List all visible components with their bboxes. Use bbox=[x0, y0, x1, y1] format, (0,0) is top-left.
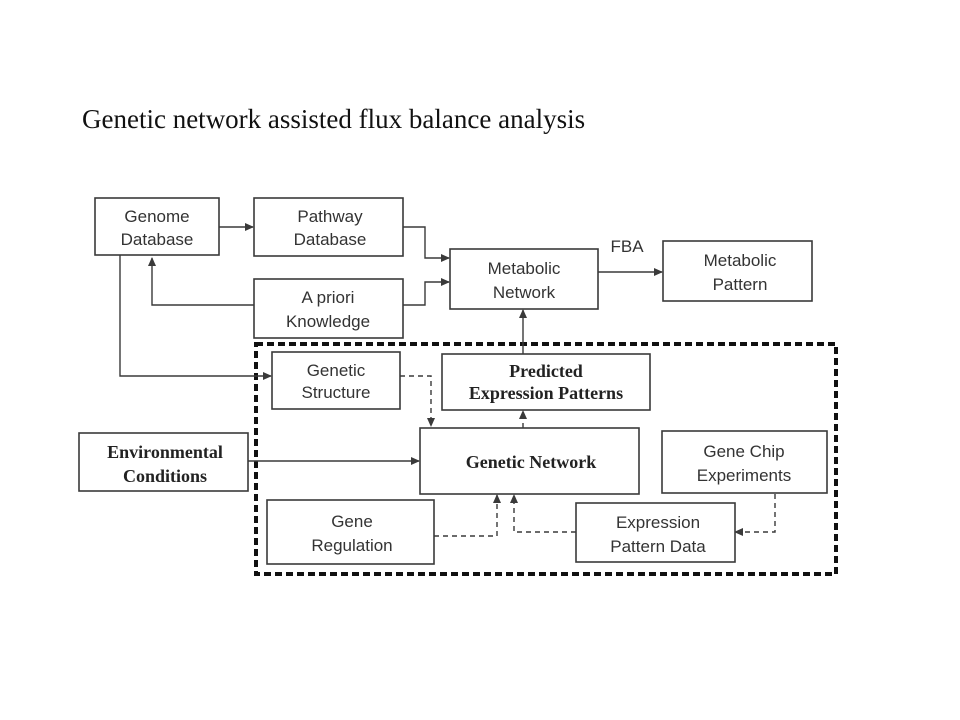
node-label: Regulation bbox=[311, 536, 392, 555]
edge-genetic-structure-to-genetic-network bbox=[400, 375, 435, 427]
edge-gene-regulation-to-genetic-network bbox=[434, 494, 501, 537]
node-label: Genetic bbox=[307, 361, 366, 380]
node-label: Predicted bbox=[509, 361, 583, 381]
node-environmental-conditions: Environmental Conditions bbox=[78, 432, 249, 492]
node-genome-database: Genome Database bbox=[94, 197, 220, 256]
node-metabolic-network: Metabolic Network bbox=[449, 248, 599, 310]
node-label: Metabolic bbox=[488, 259, 561, 278]
edge-apriori-to-metabolic-network bbox=[403, 278, 450, 306]
node-label: Expression Patterns bbox=[469, 383, 623, 403]
node-predicted-expression-patterns: Predicted Expression Patterns bbox=[441, 353, 651, 411]
node-label: Gene bbox=[331, 512, 373, 531]
node-gene-chip-experiments: Gene Chip Experiments bbox=[661, 430, 828, 494]
edges bbox=[119, 223, 776, 537]
node-label: Environmental bbox=[107, 442, 223, 462]
node-label: Knowledge bbox=[286, 312, 370, 331]
node-gene-regulation: Gene Regulation bbox=[266, 499, 435, 565]
fba-label: FBA bbox=[610, 237, 644, 256]
edge-gene-chip-to-expression-data bbox=[734, 494, 776, 536]
node-label: Pattern Data bbox=[610, 537, 706, 556]
genetic-network-region bbox=[254, 342, 838, 576]
node-label: Structure bbox=[302, 383, 371, 402]
node-label: Genetic Network bbox=[466, 452, 596, 472]
node-label: Database bbox=[294, 230, 367, 249]
node-pathway-database: Pathway Database bbox=[253, 197, 404, 257]
node-label: Pathway bbox=[297, 207, 363, 226]
node-label: Database bbox=[121, 230, 194, 249]
node-label: Experiments bbox=[697, 466, 791, 485]
node-label: Conditions bbox=[123, 466, 207, 486]
node-label: A priori bbox=[302, 288, 355, 307]
edge-expression-data-to-genetic-network bbox=[510, 494, 576, 533]
edge-genome-to-genetic-structure bbox=[119, 255, 272, 380]
node-genetic-structure: Genetic Structure bbox=[271, 351, 401, 410]
node-label: Metabolic bbox=[704, 251, 777, 270]
slide-title: Genetic network assisted flux balance an… bbox=[82, 104, 586, 134]
node-label: Pattern bbox=[713, 275, 768, 294]
node-genetic-network: Genetic Network bbox=[419, 427, 640, 495]
edge-apriori-to-genome bbox=[148, 257, 254, 306]
node-expression-pattern-data: Expression Pattern Data bbox=[575, 502, 736, 563]
node-apriori-knowledge: A priori Knowledge bbox=[253, 278, 404, 339]
node-label: Expression bbox=[616, 513, 700, 532]
node-metabolic-pattern: Metabolic Pattern bbox=[662, 240, 813, 302]
node-label: Genome bbox=[124, 207, 189, 226]
edge-pathway-to-metabolic-network bbox=[403, 226, 450, 262]
node-label: Network bbox=[493, 283, 556, 302]
node-label: Gene Chip bbox=[703, 442, 784, 461]
